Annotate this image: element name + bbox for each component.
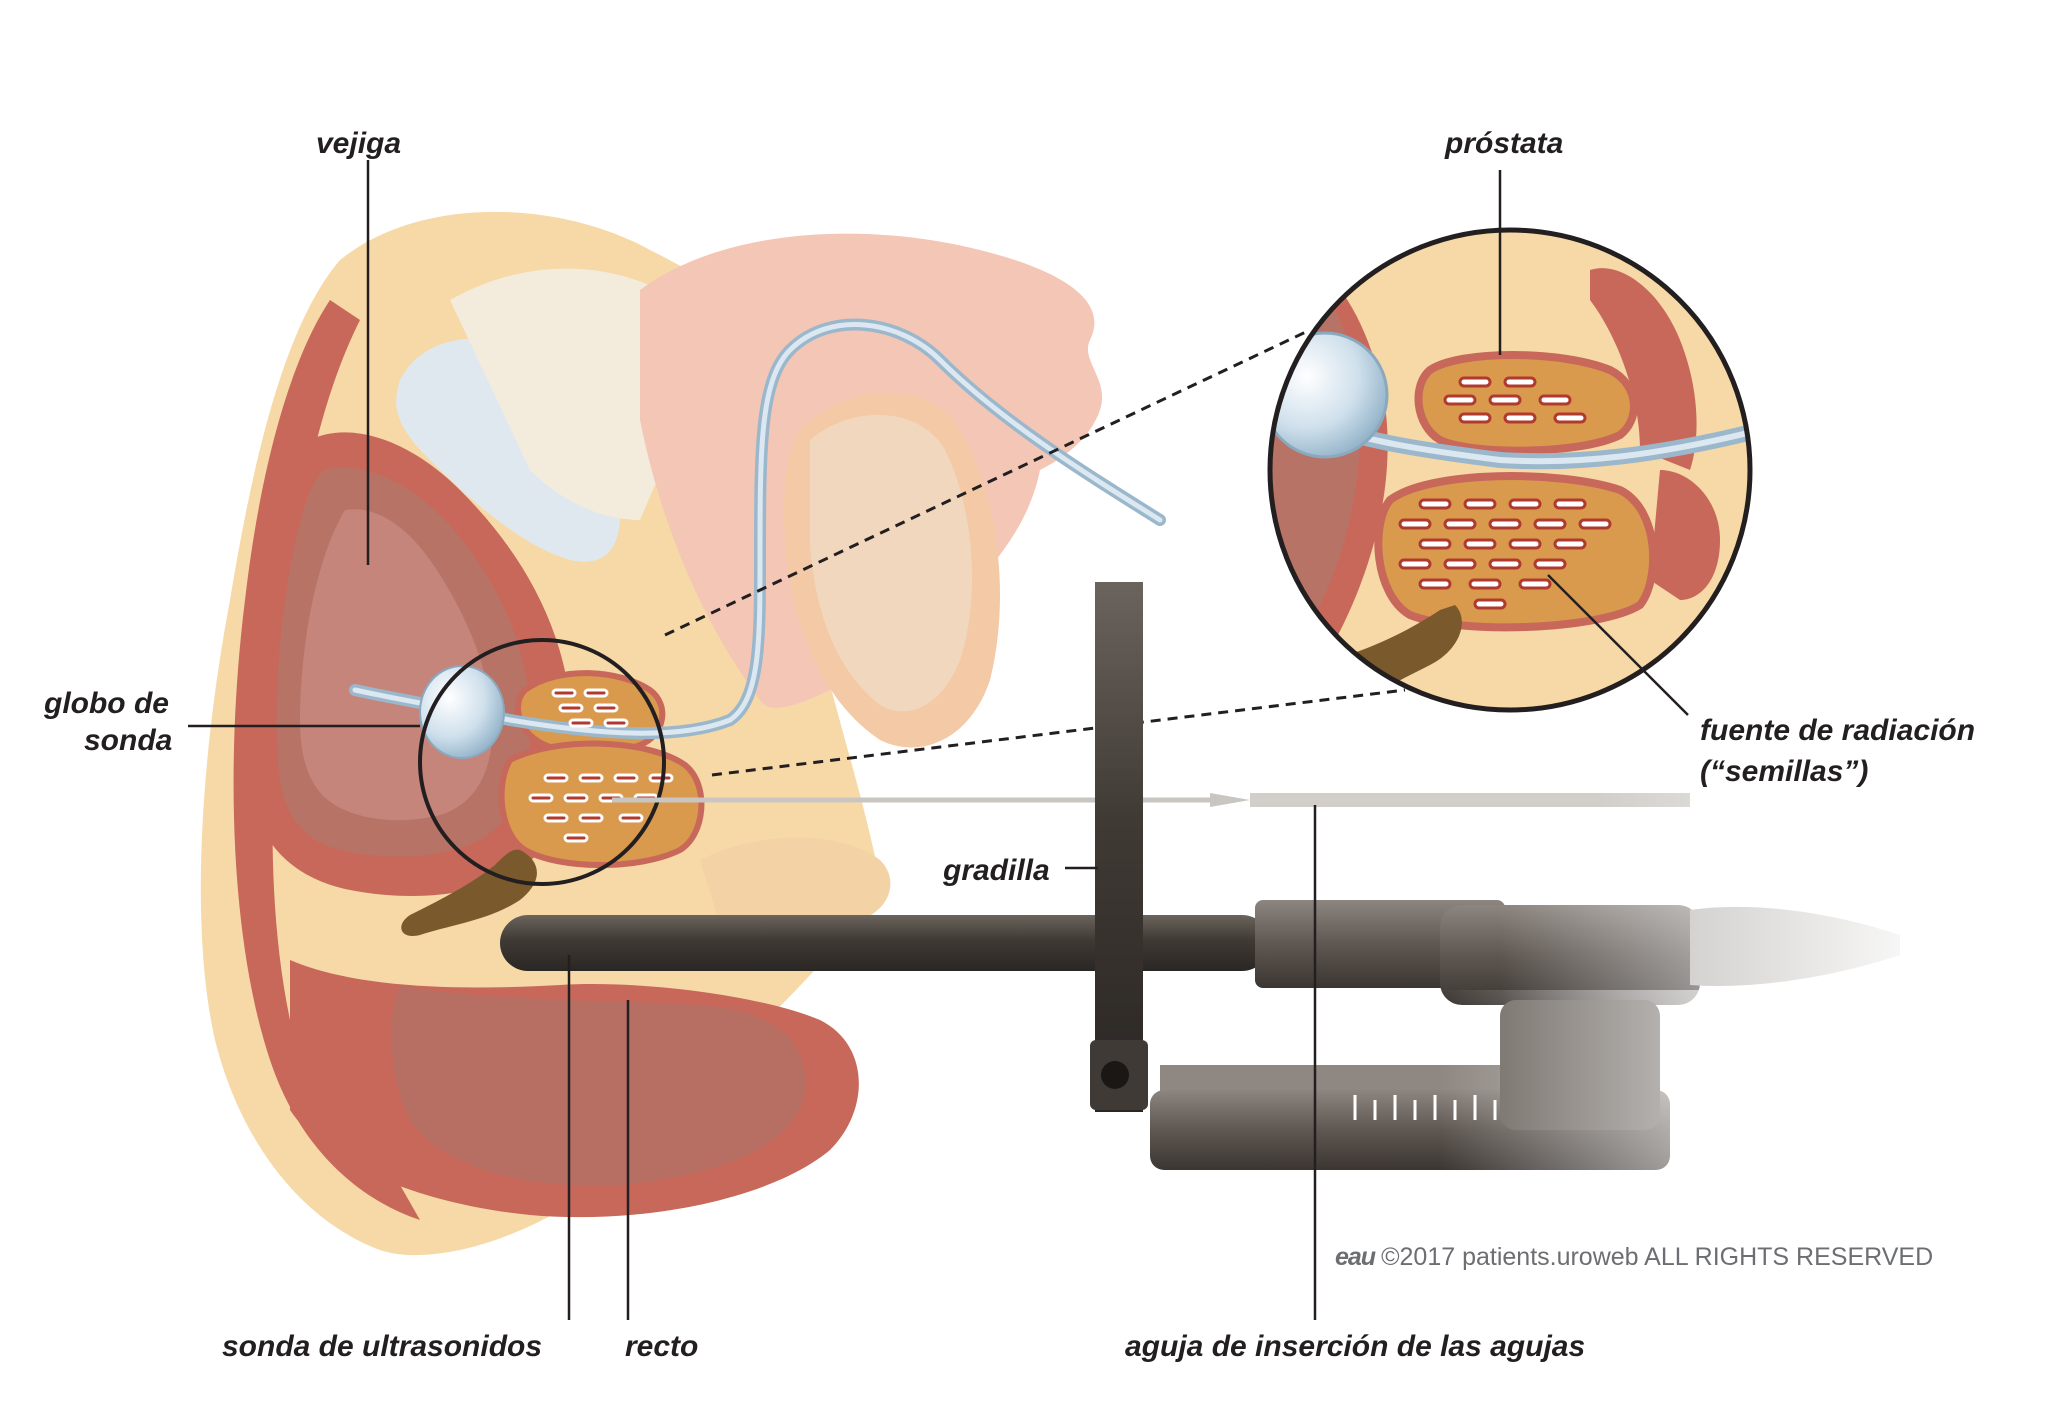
- copyright-text: ©2017 patients.uroweb ALL RIGHTS RESERVE…: [1381, 1243, 1934, 1271]
- zoom-detail: [1270, 230, 1750, 710]
- rectal-content: [401, 849, 537, 936]
- label-fuente-line2: (“semillas”): [1700, 755, 1869, 788]
- label-prostata: próstata: [1445, 127, 1564, 160]
- label-globo-line2: sonda: [84, 724, 173, 757]
- zoom-circle-border: [1267, 227, 1753, 713]
- eau-logo-icon: eau: [1335, 1243, 1376, 1271]
- detail-circle: [418, 638, 666, 886]
- label-fuente-line1: fuente de radiación: [1700, 714, 1976, 747]
- leader-fuente: [1547, 574, 1689, 716]
- rectum-inner: [391, 985, 806, 1186]
- leader-lines: [188, 160, 1689, 1320]
- label-gradilla: gradilla: [943, 854, 1050, 887]
- needle: [612, 788, 2040, 812]
- pubic-ligament: [450, 268, 700, 520]
- copyright-notice: eau©2017 patients.uroweb ALL RIGHTS RESE…: [1335, 1243, 1933, 1272]
- label-recto: recto: [625, 1330, 699, 1363]
- anatomy: [200, 211, 1103, 1256]
- label-vejiga: vejiga: [316, 127, 402, 160]
- label-globo-line1: globo de: [44, 687, 169, 720]
- template-grid: [1090, 582, 1890, 1200]
- perineum: [700, 837, 891, 925]
- callout-line-bottom: [711, 688, 1406, 777]
- catheter-balloon: [419, 665, 505, 759]
- testis-shade: [810, 414, 972, 712]
- label-sonda-ultrasonidos: sonda de ultrasonidos: [222, 1330, 543, 1363]
- label-aguja: aguja de inserción de las agujas: [1125, 1330, 1586, 1363]
